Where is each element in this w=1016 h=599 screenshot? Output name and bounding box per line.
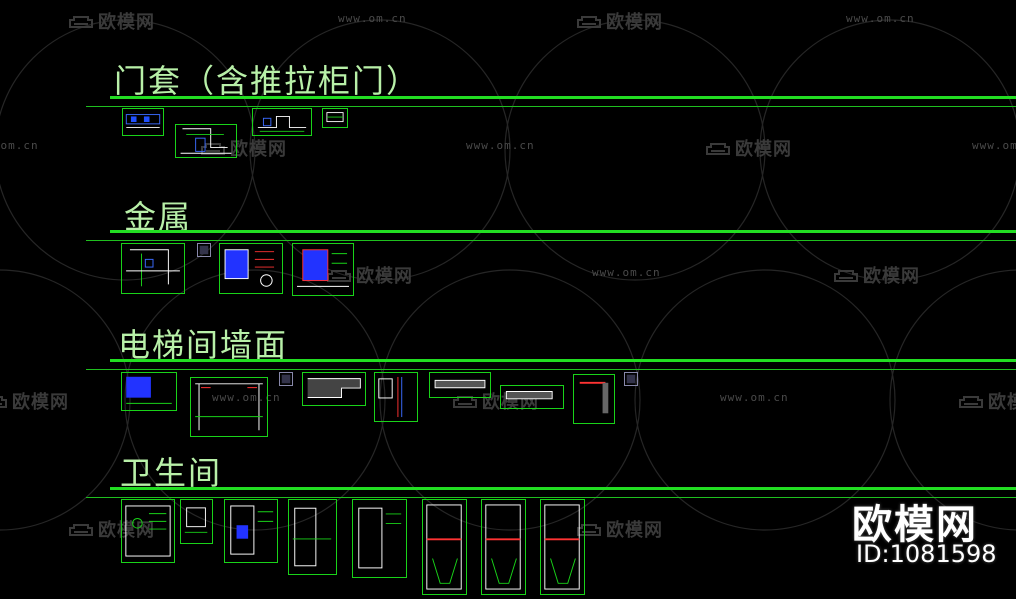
sofa-icon	[68, 521, 94, 536]
sofa-icon	[326, 267, 352, 282]
drawing-thumbnail[interactable]	[302, 372, 366, 406]
watermark-brand: 欧模网	[0, 388, 69, 414]
sofa-icon	[200, 140, 226, 155]
drawing-thumbnail[interactable]	[252, 108, 312, 136]
watermark-url: www.om.cn	[720, 391, 789, 404]
drawing-thumbnail[interactable]	[322, 108, 348, 128]
watermark-url: www.om.cn	[972, 139, 1016, 152]
drawing-thumbnail[interactable]	[180, 499, 213, 544]
drawing-thumbnail[interactable]	[573, 374, 615, 424]
watermark-url: www.om.cn	[0, 139, 39, 152]
drawing-thumbnail[interactable]	[481, 499, 526, 595]
drawing-thumbnail[interactable]	[288, 499, 337, 575]
sofa-icon	[452, 393, 478, 408]
watermark-brand: 欧模网	[200, 135, 287, 161]
drawing-thumbnail[interactable]	[624, 372, 638, 386]
drawing-thumbnail[interactable]	[121, 372, 177, 411]
watermark-url: www.om.cn	[592, 266, 661, 279]
watermark-brand: 欧模网	[576, 8, 663, 34]
drawing-thumbnail[interactable]	[540, 499, 585, 595]
watermark-url: www.om.cn	[466, 139, 535, 152]
watermark-brand: 欧模网	[68, 8, 155, 34]
drawing-thumbnail[interactable]	[122, 108, 164, 136]
sofa-icon	[705, 140, 731, 155]
drawing-thumbnail[interactable]	[190, 377, 268, 437]
drawing-thumbnail[interactable]	[219, 243, 283, 294]
section-title: 金属	[124, 198, 193, 236]
section-title: 电梯间墙面	[118, 326, 289, 364]
watermark-brand: 欧模网	[326, 262, 413, 288]
drawing-thumbnail[interactable]	[352, 499, 407, 578]
drawing-thumbnail[interactable]	[121, 243, 185, 294]
sofa-icon	[68, 13, 94, 28]
sofa-icon	[576, 13, 602, 28]
drawing-thumbnail[interactable]	[292, 243, 354, 296]
drawing-thumbnail[interactable]	[279, 372, 293, 386]
section-title: 卫生间	[120, 454, 223, 492]
brand-id-label: ID:1081598	[856, 540, 997, 568]
drawing-thumbnail[interactable]	[197, 243, 211, 257]
drawing-thumbnail[interactable]	[422, 499, 467, 595]
watermark-brand: 欧模网	[576, 516, 663, 542]
watermark-brand: 欧模网	[833, 262, 920, 288]
section-title: 门套（含推拉柜门）	[114, 62, 421, 100]
watermark-url: www.om.cn	[212, 391, 281, 404]
sofa-icon	[833, 267, 859, 282]
drawing-thumbnail[interactable]	[429, 372, 491, 398]
brand-logo: 欧模网	[852, 502, 978, 548]
watermark-url: www.om.cn	[338, 12, 407, 25]
drawing-thumbnail[interactable]	[374, 372, 418, 422]
watermark-brand: 欧模网	[958, 388, 1016, 414]
drawing-thumbnail[interactable]	[224, 499, 278, 563]
watermark-brand: 欧模网	[705, 135, 792, 161]
drawing-thumbnail[interactable]	[175, 124, 237, 158]
drawing-thumbnail[interactable]	[500, 385, 564, 409]
sofa-icon	[958, 393, 984, 408]
watermark-url: www.om.cn	[846, 12, 915, 25]
sofa-icon	[0, 393, 8, 408]
drawing-thumbnail[interactable]	[121, 499, 175, 563]
